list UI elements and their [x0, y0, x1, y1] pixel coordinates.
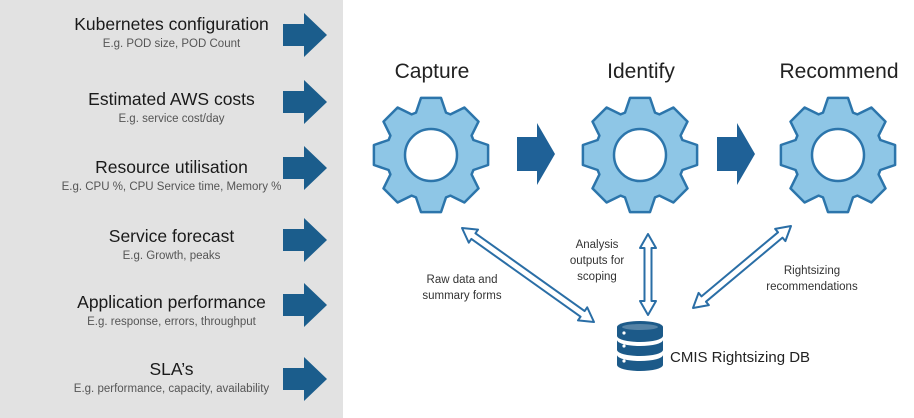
- gear-hole: [612, 127, 668, 183]
- input-resource-utilisation: Resource utilisation E.g. CPU %, CPU Ser…: [0, 156, 343, 195]
- inputs-panel: Kubernetes configuration E.g. POD size, …: [0, 0, 343, 418]
- note-line: Analysis: [575, 239, 619, 251]
- input-arrow-icon: [283, 283, 327, 327]
- input-arrow-icon: [283, 146, 327, 190]
- input-arrows: [283, 13, 327, 401]
- arrow-identify-to-recommend-icon: [717, 123, 755, 185]
- gear-hole: [810, 127, 866, 183]
- input-subtitle: E.g. POD size, POD Count: [102, 38, 241, 50]
- arrow-capture-to-identify-icon: [517, 123, 555, 185]
- input-estimated-aws-costs: Estimated AWS costs E.g. service cost/da…: [0, 88, 343, 127]
- input-arrow-icon: [283, 357, 327, 401]
- input-application-performance: Application performance E.g. response, e…: [0, 291, 343, 330]
- database-icon: [617, 321, 663, 371]
- note-line: Raw data and: [426, 274, 498, 286]
- database-label: CMIS Rightsizing DB: [670, 349, 811, 366]
- input-title: Application performance: [77, 292, 266, 312]
- input-arrow-icon: [283, 13, 327, 57]
- input-kubernetes-configuration: Kubernetes configuration E.g. POD size, …: [0, 13, 343, 52]
- input-title: Kubernetes configuration: [74, 14, 269, 34]
- input-subtitle: E.g. response, errors, throughput: [87, 316, 256, 328]
- stage-label-identify: Identify: [607, 60, 675, 83]
- input-subtitle: E.g. CPU %, CPU Service time, Memory %: [61, 181, 282, 193]
- note-line: recommendations: [766, 281, 858, 293]
- input-title: Service forecast: [108, 226, 235, 246]
- input-title: Estimated AWS costs: [88, 89, 255, 109]
- double-arrow-capture-db-icon: [461, 227, 596, 324]
- input-arrow-icon: [283, 80, 327, 124]
- double-arrow-shape: [692, 225, 792, 310]
- input-title: SLA’s: [149, 359, 194, 379]
- gear-recommend-icon: [779, 96, 897, 214]
- input-service-forecast: Service forecast E.g. Growth, peaks: [0, 225, 343, 264]
- gear-capture-icon: [372, 96, 490, 214]
- note-identify-db: Analysis outputs for scoping: [556, 237, 638, 285]
- input-subtitle: E.g. Growth, peaks: [122, 250, 221, 262]
- double-arrow-recommend-db-icon: [692, 225, 792, 310]
- note-recommend-db: Rightsizing recommendations: [752, 263, 872, 295]
- double-arrow-shape: [639, 233, 657, 316]
- input-subtitle: E.g. service cost/day: [118, 113, 225, 125]
- input-title: Resource utilisation: [95, 157, 248, 177]
- double-arrow-shape: [461, 227, 596, 324]
- stage-label-recommend: Recommend: [779, 60, 899, 83]
- input-arrow-icon: [283, 218, 327, 262]
- note-line: scoping: [577, 271, 617, 283]
- double-arrow-identify-db-icon: [639, 233, 657, 316]
- input-slas: SLA’s E.g. performance, capacity, availa…: [0, 358, 343, 397]
- stage-label-capture: Capture: [394, 60, 470, 83]
- input-subtitle: E.g. performance, capacity, availability: [73, 383, 270, 395]
- note-line: outputs for: [569, 255, 625, 267]
- gear-identify-icon: [581, 96, 699, 214]
- note-line: summary forms: [422, 290, 502, 302]
- note-line: Rightsizing: [783, 265, 841, 277]
- note-capture-db: Raw data and summary forms: [402, 272, 522, 304]
- gear-hole: [403, 127, 459, 183]
